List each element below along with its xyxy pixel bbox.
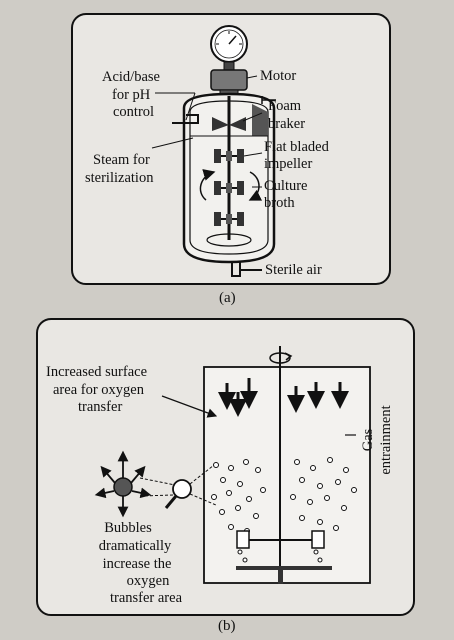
label-acid-base: control bbox=[113, 104, 154, 120]
label-surface-area: transfer bbox=[78, 399, 122, 415]
label-acid-base: for pH bbox=[112, 87, 151, 103]
leader-line bbox=[185, 92, 196, 121]
leader-line bbox=[151, 137, 194, 149]
bubbles bbox=[211, 457, 357, 563]
panel-a: Motor Acid/base for pH control Foam brak… bbox=[71, 13, 391, 285]
leader-line bbox=[243, 152, 263, 157]
side-port bbox=[261, 96, 276, 104]
stirred-tank bbox=[203, 366, 371, 584]
leader-arrow bbox=[161, 395, 218, 418]
acid-base-inlet bbox=[172, 114, 199, 124]
molecule-icon bbox=[94, 450, 152, 518]
label-bubbles: Bubbles bbox=[104, 520, 152, 536]
impeller-bottom-icon bbox=[214, 212, 244, 226]
foam-breaker-icon bbox=[212, 117, 246, 131]
magnifier-icon bbox=[139, 464, 217, 509]
leader-line bbox=[246, 75, 258, 79]
caption-a: (a) bbox=[219, 290, 236, 306]
air-inlet-pipe bbox=[231, 262, 262, 277]
label-bubbles: increase the bbox=[103, 556, 172, 572]
label-foam-breaker: braker bbox=[268, 116, 305, 132]
oxygen-arrows bbox=[218, 378, 349, 417]
label-gas-entrainment: entrainment bbox=[378, 405, 394, 474]
label-gas-entrainment: Gas bbox=[360, 428, 376, 451]
flow-arrow bbox=[248, 171, 263, 201]
label-culture-broth: broth bbox=[264, 195, 295, 211]
label-surface-area: Increased surface bbox=[46, 364, 147, 380]
label-steam: Steam for bbox=[93, 152, 150, 168]
impeller-top-icon bbox=[214, 149, 244, 163]
label-steam: sterilization bbox=[85, 170, 154, 186]
flow-arrow bbox=[199, 169, 216, 201]
label-sterile-air: Sterile air bbox=[265, 262, 322, 278]
pressure-gauge-icon bbox=[210, 25, 248, 71]
impeller-icon bbox=[236, 530, 325, 549]
label-acid-base: Acid/base bbox=[102, 69, 160, 85]
label-bubbles: dramatically bbox=[99, 538, 172, 554]
label-foam-breaker: Foam bbox=[268, 98, 302, 114]
label-bubbles: oxygen bbox=[127, 573, 170, 589]
sparger-icon bbox=[236, 566, 332, 584]
leader-line bbox=[242, 112, 263, 122]
impeller-middle-icon bbox=[214, 181, 244, 195]
panel-b: Increased surface area for oxygen transf… bbox=[36, 318, 415, 616]
label-motor: Motor bbox=[260, 68, 296, 84]
label-bubbles: transfer area bbox=[110, 590, 183, 606]
caption-b: (b) bbox=[218, 618, 236, 634]
label-surface-area: area for oxygen bbox=[53, 382, 145, 398]
label-culture-broth: Culture bbox=[264, 178, 308, 194]
label-impeller: impeller bbox=[264, 156, 312, 172]
label-impeller: Flat bladed bbox=[264, 139, 330, 155]
